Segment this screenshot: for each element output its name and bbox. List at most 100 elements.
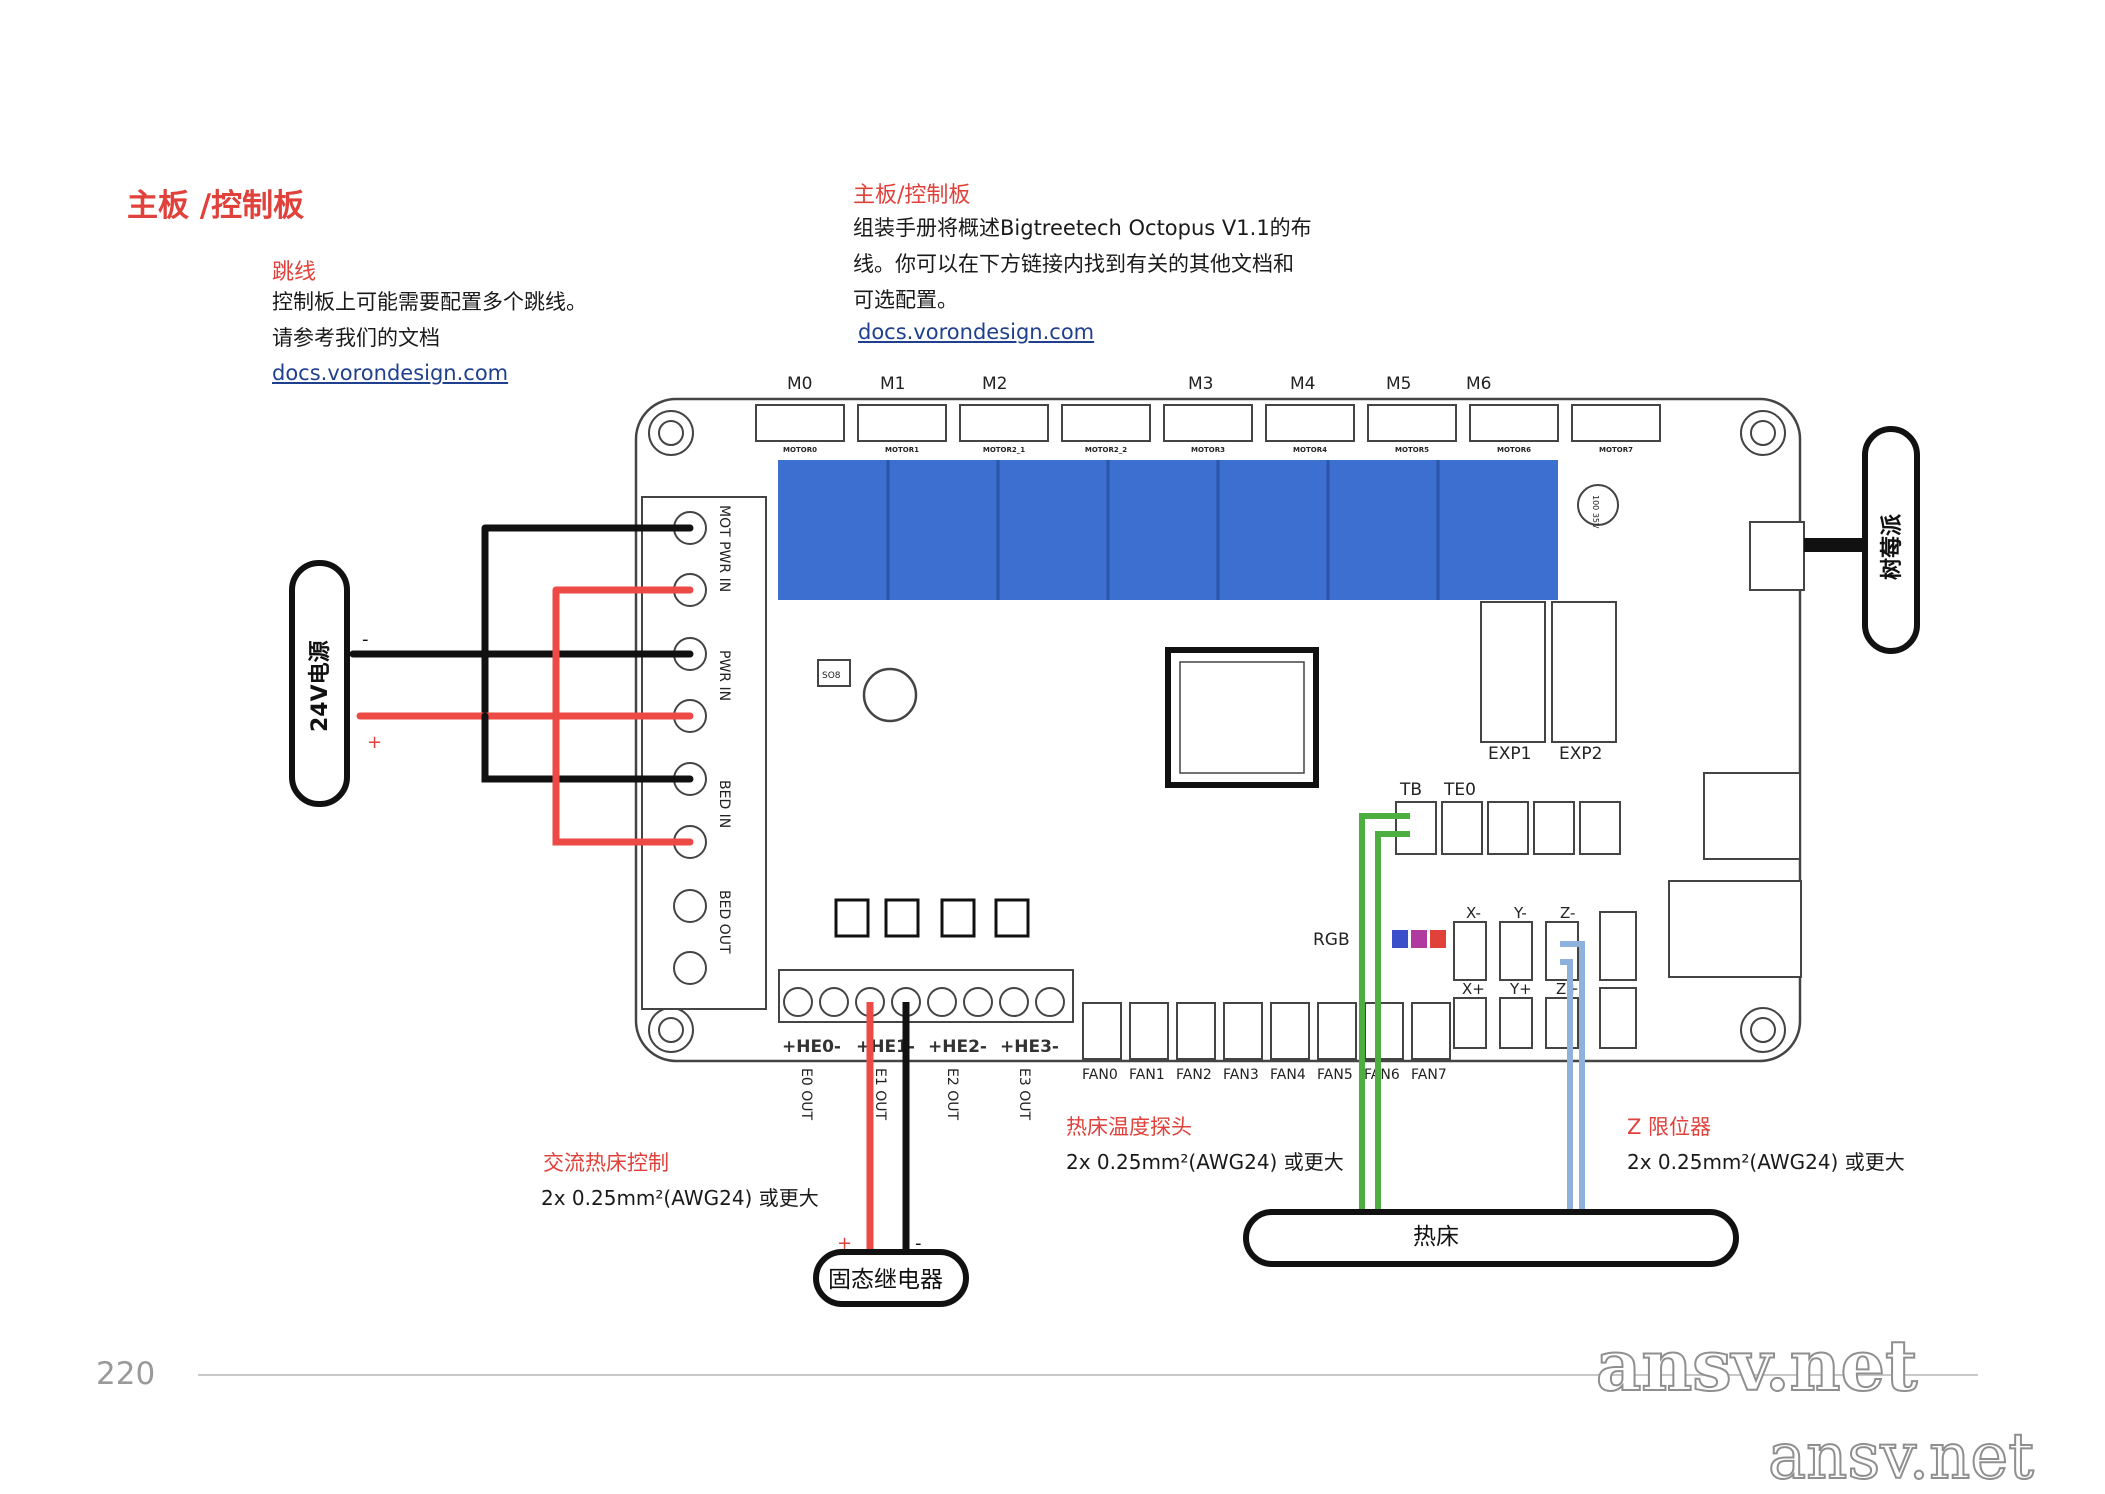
- heater-output-e2: E2 OUT: [944, 1068, 960, 1120]
- motor-silk-1: MOTOR1: [885, 446, 919, 454]
- fan-label-3: FAN3: [1223, 1067, 1259, 1083]
- heater-output-e0: E0 OUT: [798, 1068, 814, 1120]
- stepper-driver-block: [778, 460, 1558, 600]
- motor-silk-5: MOTOR4: [1293, 446, 1327, 454]
- endstop-label-x-minus: X-: [1466, 904, 1481, 922]
- endstop-connectors: [1453, 911, 1637, 1049]
- rgb-pin-purple: [1411, 930, 1427, 948]
- power-supply: [289, 560, 350, 807]
- endstop-label-x-plus: X+: [1462, 980, 1485, 998]
- jumper-note-line2: 请参考我们的文档: [272, 326, 440, 350]
- heater-silk-0: +HE0-: [782, 1037, 841, 1057]
- exp2-header: [1551, 601, 1617, 743]
- z-endstop-wires: [1560, 941, 1585, 1212]
- intro-note-line2: 线。你可以在下方链接内找到有关的其他文档和: [853, 252, 1294, 276]
- bed-thermistor-note-title: 热床温度探头: [1066, 1115, 1192, 1139]
- stepper-driver-dividers: [886, 460, 1440, 600]
- rgb-pin-blue: [1392, 930, 1408, 948]
- motor-label-m6: M6: [1466, 374, 1491, 394]
- power-supply-label: 24V电源: [308, 640, 333, 732]
- fan-label-5: FAN5: [1317, 1067, 1353, 1083]
- ethernet-port: [1668, 880, 1802, 978]
- fan-label-0: FAN0: [1082, 1067, 1118, 1083]
- motor-silk-7: MOTOR6: [1497, 446, 1531, 454]
- ac-bed-note-title: 交流热床控制: [543, 1151, 669, 1175]
- thermistor-connectors: [1395, 801, 1621, 855]
- jumper-note-body: 控制板上可能需要配置多个跳线。 请参考我们的文档: [272, 284, 587, 356]
- motor-silk-3: MOTOR2_2: [1085, 446, 1127, 454]
- ssr-plus: +: [837, 1233, 852, 1254]
- fan-label-1: FAN1: [1129, 1067, 1165, 1083]
- z-endstop-note-title: Z 限位器: [1627, 1115, 1712, 1139]
- silk-pwr-in: PWR IN: [716, 650, 732, 701]
- intro-note-body: 组装手册将概述Bigtreetech Octopus V1.1的布 线。你可以在…: [853, 210, 1312, 318]
- so8-chip: [817, 659, 851, 687]
- motor-label-m2: M2: [982, 374, 1007, 394]
- silk-mot-pwr-in: MOT PWR IN: [716, 505, 732, 592]
- exp1-label: EXP1: [1488, 744, 1531, 764]
- rgb-label: RGB: [1313, 930, 1350, 950]
- mcu-chip-body: [1179, 661, 1305, 774]
- heated-bed-label: 热床: [1413, 1224, 1459, 1250]
- capacitor: [1577, 484, 1619, 526]
- motor-label-m5: M5: [1386, 374, 1411, 394]
- thermistor-label-tb: TB: [1399, 780, 1422, 800]
- fan-connectors: [1082, 1002, 1451, 1060]
- heater-terminals: [783, 987, 1065, 1017]
- motor-silk-0: MOTOR0: [783, 446, 817, 454]
- power-terminals: [673, 511, 707, 985]
- power-terminal-strip: [641, 496, 767, 1010]
- bed-thermistor-note-spec: 2x 0.25mm²(AWG24) 或更大: [1066, 1150, 1344, 1174]
- jumper-note-title: 跳线: [272, 260, 317, 285]
- bed-thermistor-wires: [1359, 813, 1410, 1212]
- fan-label-7: FAN7: [1411, 1067, 1447, 1083]
- motor-label-m1: M1: [880, 374, 905, 394]
- heater-silk-3: +HE3-: [1000, 1037, 1059, 1057]
- mosfets: [834, 898, 1030, 938]
- section-title: 主板 /控制板: [127, 188, 305, 224]
- ac-bed-note-spec: 2x 0.25mm²(AWG24) 或更大: [541, 1186, 819, 1210]
- watermark-secondary: ansv.net: [1767, 1419, 2035, 1494]
- motor-connectors: [755, 404, 1661, 442]
- ssr-label: 固态继电器: [828, 1267, 943, 1293]
- footer-rule: [198, 1374, 1978, 1376]
- heated-bed: [1243, 1209, 1739, 1267]
- thermistor-label-te0: TE0: [1443, 780, 1476, 800]
- endstop-label-y-plus: Y+: [1509, 980, 1532, 998]
- endstop-label-y-minus: Y-: [1513, 904, 1527, 922]
- intro-note-line3: 可选配置。: [853, 288, 958, 312]
- motor-silk-2: MOTOR2_1: [983, 446, 1025, 454]
- raspberry-pi-label: 树莓派: [1879, 514, 1905, 580]
- silk-bed-out: BED OUT: [716, 890, 732, 954]
- so8-label: SO8: [822, 671, 841, 681]
- motor-label-m3: M3: [1188, 374, 1213, 394]
- usb-c-port: [1749, 521, 1805, 591]
- rgb-pin-red: [1430, 930, 1446, 948]
- motor-silk-8: MOTOR7: [1599, 446, 1633, 454]
- capacitor-label: 100 35V: [1591, 495, 1600, 529]
- heater-output-e1: E1 OUT: [872, 1068, 888, 1120]
- motor-label-m4: M4: [1290, 374, 1315, 394]
- endstop-label-z-minus: Z-: [1560, 904, 1575, 922]
- intro-note-title: 主板/控制板: [853, 183, 971, 208]
- jumper-docs-link[interactable]: docs.vorondesign.com: [272, 361, 509, 385]
- motor-silk-6: MOTOR5: [1395, 446, 1429, 454]
- heater-output-e3: E3 OUT: [1016, 1068, 1032, 1120]
- page-number: 220: [96, 1356, 156, 1392]
- motor-silk-4: MOTOR3: [1191, 446, 1225, 454]
- fan-label-2: FAN2: [1176, 1067, 1212, 1083]
- z-endstop-note-spec: 2x 0.25mm²(AWG24) 或更大: [1627, 1150, 1905, 1174]
- silk-bed-in: BED IN: [716, 780, 732, 828]
- raspberry-pi: [1862, 426, 1920, 654]
- ssr-minus: -: [915, 1233, 922, 1254]
- watermark-primary: ansv.net: [1595, 1323, 1918, 1408]
- fan-label-4: FAN4: [1270, 1067, 1306, 1083]
- intro-docs-link[interactable]: docs.vorondesign.com: [858, 320, 1095, 344]
- exp2-label: EXP2: [1559, 744, 1602, 764]
- power-wires: [349, 524, 694, 846]
- exp1-header: [1480, 601, 1546, 743]
- power-supply-minus: -: [362, 629, 369, 650]
- inductor: [862, 667, 918, 723]
- jumper-note-line1: 控制板上可能需要配置多个跳线。: [272, 290, 587, 314]
